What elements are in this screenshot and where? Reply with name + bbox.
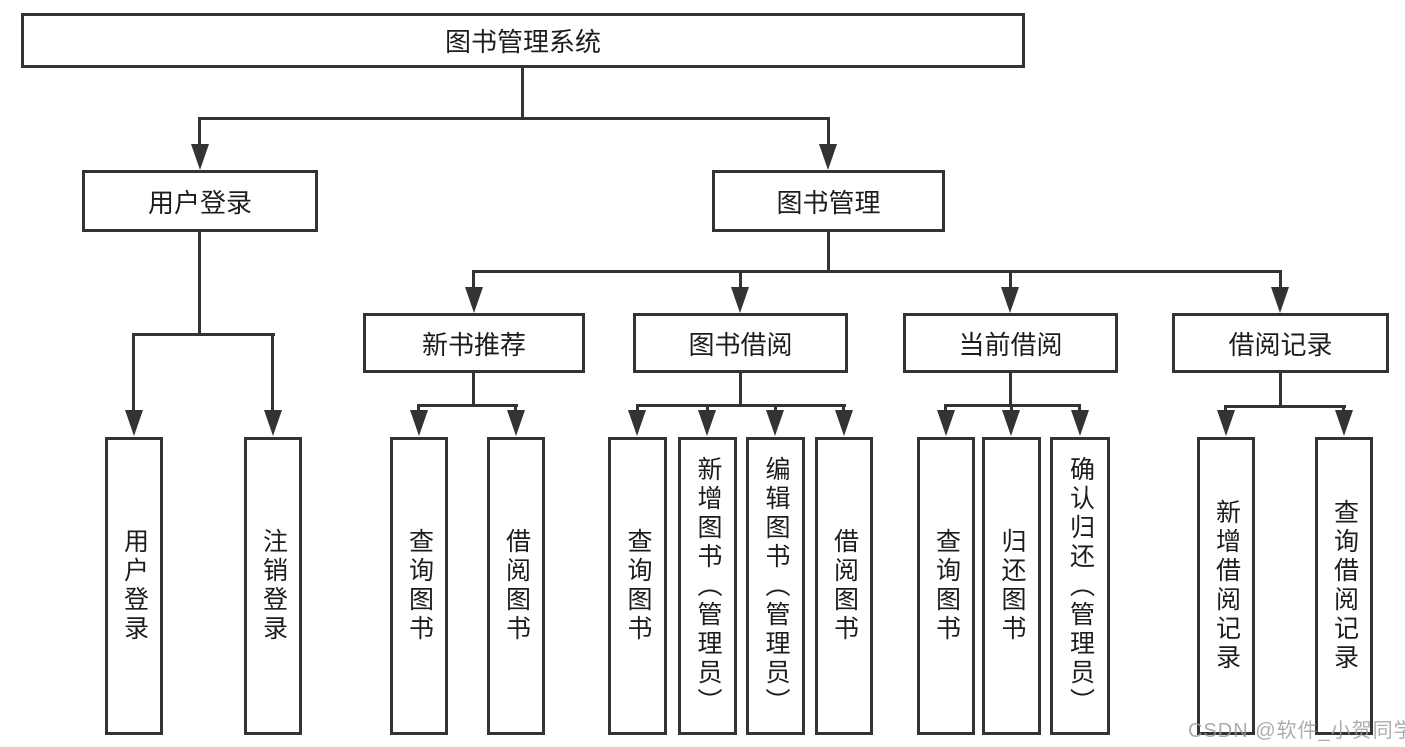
h-line — [1224, 405, 1346, 408]
v-line — [1279, 373, 1282, 407]
arrow-down-icon — [1217, 410, 1235, 436]
v-line — [198, 117, 201, 145]
v-line — [472, 373, 475, 406]
v-line — [739, 373, 742, 406]
node-user-login: 用户登录 — [82, 170, 318, 232]
arrow-down-icon — [191, 144, 209, 170]
node-label: 确认归还（管理员） — [1066, 455, 1095, 717]
node-label: 图书管理系统 — [444, 27, 601, 57]
node-label: 用户登录 — [147, 187, 252, 218]
node-label: 图书借阅 — [688, 329, 793, 360]
node-new-book-recommendation: 新书推荐 — [363, 313, 585, 373]
h-line — [198, 117, 830, 120]
arrow-down-icon — [835, 410, 853, 436]
h-line — [472, 270, 1282, 273]
leaf-add-borrow-record: 新增借阅记录 — [1197, 437, 1255, 735]
arrow-down-icon — [1001, 287, 1019, 313]
arrow-down-icon — [698, 410, 716, 436]
node-library-management-system: 图书管理系统 — [21, 13, 1025, 68]
leaf-confirm-return-admin: 确认归还（管理员） — [1050, 437, 1110, 735]
node-label: 查询图书 — [624, 528, 652, 644]
arrow-down-icon — [1002, 410, 1020, 436]
node-label: 新书推荐 — [421, 329, 526, 360]
v-line — [198, 232, 201, 335]
arrow-down-icon — [1271, 287, 1289, 313]
v-line — [944, 404, 947, 412]
v-line — [271, 333, 274, 411]
arrow-down-icon — [507, 410, 525, 436]
arrow-down-icon — [125, 410, 143, 436]
h-line — [636, 404, 846, 407]
node-label: 借阅记录 — [1228, 329, 1333, 360]
leaf-query-books-current: 查询图书 — [917, 437, 975, 735]
node-label: 新增图书（管理员） — [694, 455, 722, 717]
node-label: 编辑图书（管理员） — [762, 455, 790, 717]
leaf-add-books-admin: 新增图书（管理员） — [678, 437, 737, 735]
leaf-borrow-books-recommend: 借阅图书 — [487, 437, 545, 735]
v-line — [514, 404, 517, 412]
h-line — [417, 404, 518, 407]
v-line — [1010, 404, 1013, 412]
node-label: 注销登录 — [259, 528, 288, 644]
arrow-down-icon — [410, 410, 428, 436]
leaf-logout: 注销登录 — [244, 437, 302, 735]
leaf-query-books-recommend: 查询图书 — [390, 437, 448, 735]
arrow-down-icon — [465, 287, 483, 313]
node-label: 借阅图书 — [830, 528, 859, 644]
v-line — [417, 404, 420, 412]
leaf-query-borrow-record: 查询借阅记录 — [1315, 437, 1373, 735]
v-line — [1009, 373, 1012, 406]
node-label: 归还图书 — [998, 528, 1026, 644]
h-line — [132, 333, 275, 336]
v-line — [1009, 270, 1012, 288]
arrow-down-icon — [819, 144, 837, 170]
v-line — [1078, 404, 1081, 412]
v-line — [472, 270, 475, 288]
arrow-down-icon — [731, 287, 749, 313]
arrow-down-icon — [937, 410, 955, 436]
arrow-down-icon — [1335, 410, 1353, 436]
arrow-down-icon — [264, 410, 282, 436]
leaf-edit-books-admin: 编辑图书（管理员） — [746, 437, 805, 735]
node-label: 查询借阅记录 — [1330, 499, 1359, 673]
v-line — [636, 404, 639, 412]
node-label: 查询图书 — [405, 528, 434, 644]
node-label: 查询图书 — [932, 528, 961, 644]
leaf-borrow-books: 借阅图书 — [815, 437, 873, 735]
arrow-down-icon — [766, 410, 784, 436]
arrow-down-icon — [628, 410, 646, 436]
node-label: 借阅图书 — [502, 528, 531, 644]
leaf-query-books-borrowing: 查询图书 — [608, 437, 667, 735]
csdn-watermark: CSDN @软件_小贺同学 — [1188, 720, 1405, 742]
v-line — [827, 117, 830, 145]
v-line — [842, 404, 845, 412]
v-line — [1279, 270, 1282, 288]
node-label: 新增借阅记录 — [1212, 499, 1241, 673]
leaf-user-login: 用户登录 — [105, 437, 163, 735]
v-line — [1342, 405, 1345, 412]
node-label: 用户登录 — [120, 528, 149, 644]
v-line — [132, 333, 135, 411]
node-book-borrowing: 图书借阅 — [633, 313, 848, 373]
leaf-return-books: 归还图书 — [982, 437, 1041, 735]
node-book-management: 图书管理 — [712, 170, 945, 232]
v-line — [1224, 405, 1227, 412]
arrow-down-icon — [1071, 410, 1089, 436]
v-line — [739, 270, 742, 288]
node-borrowing-records: 借阅记录 — [1172, 313, 1389, 373]
v-line — [521, 66, 524, 120]
v-line — [774, 404, 777, 412]
node-label: 当前借阅 — [958, 329, 1063, 360]
v-line — [827, 232, 830, 273]
v-line — [706, 404, 709, 412]
node-current-borrowing: 当前借阅 — [903, 313, 1118, 373]
node-label: 图书管理 — [776, 187, 881, 218]
